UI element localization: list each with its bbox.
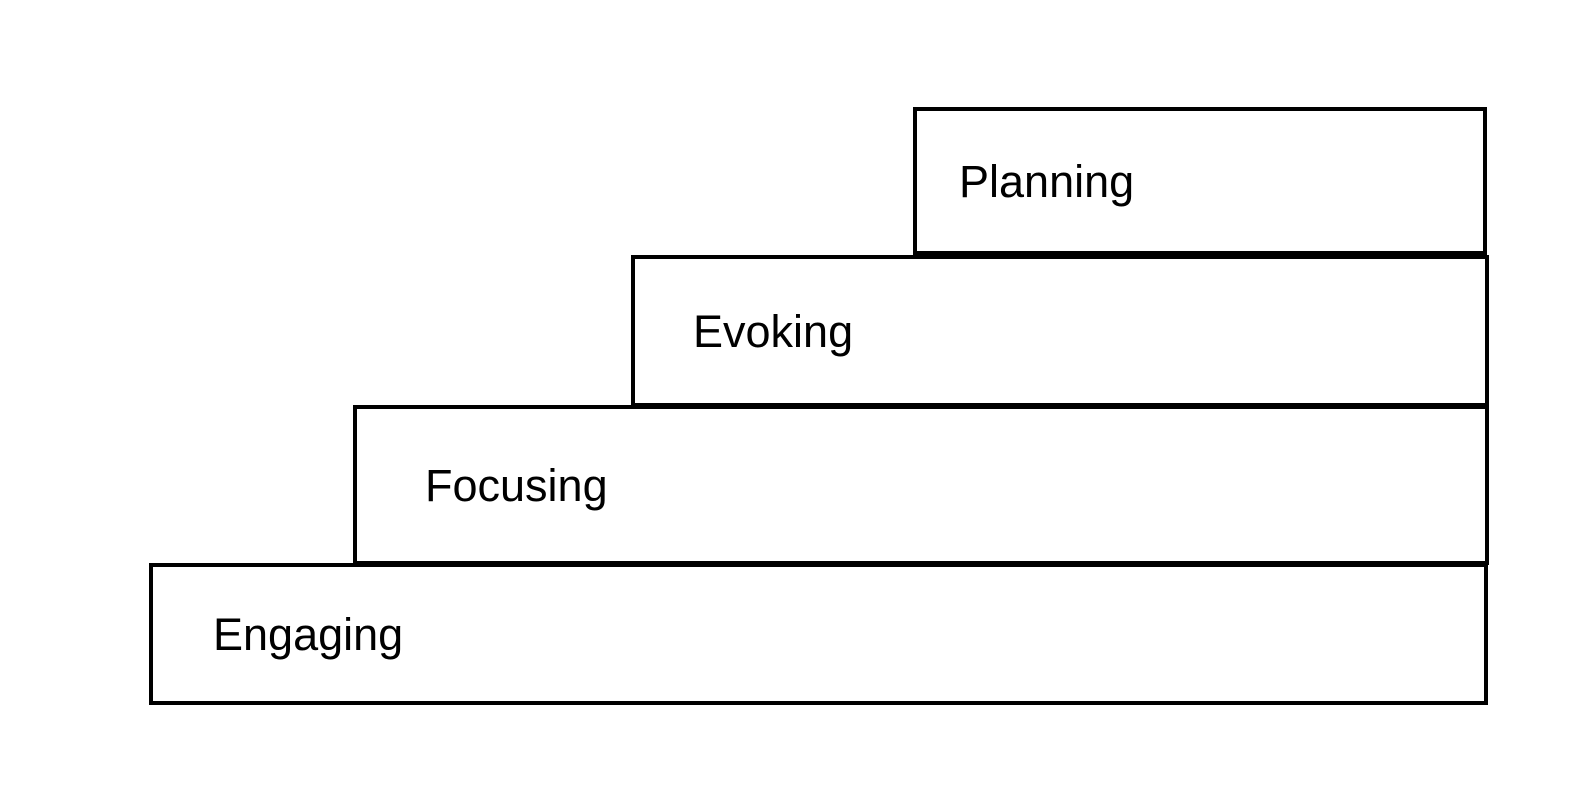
step-box-focusing[interactable]: Focusing [353, 405, 1489, 565]
step-box-planning[interactable]: Planning [913, 107, 1487, 255]
step-label-evoking: Evoking [693, 305, 854, 357]
step-label-planning: Planning [959, 155, 1135, 207]
step-label-engaging: Engaging [213, 608, 404, 660]
step-label-focusing: Focusing [425, 459, 608, 511]
step-box-engaging[interactable]: Engaging [149, 563, 1488, 705]
step-box-evoking[interactable]: Evoking [631, 255, 1489, 407]
